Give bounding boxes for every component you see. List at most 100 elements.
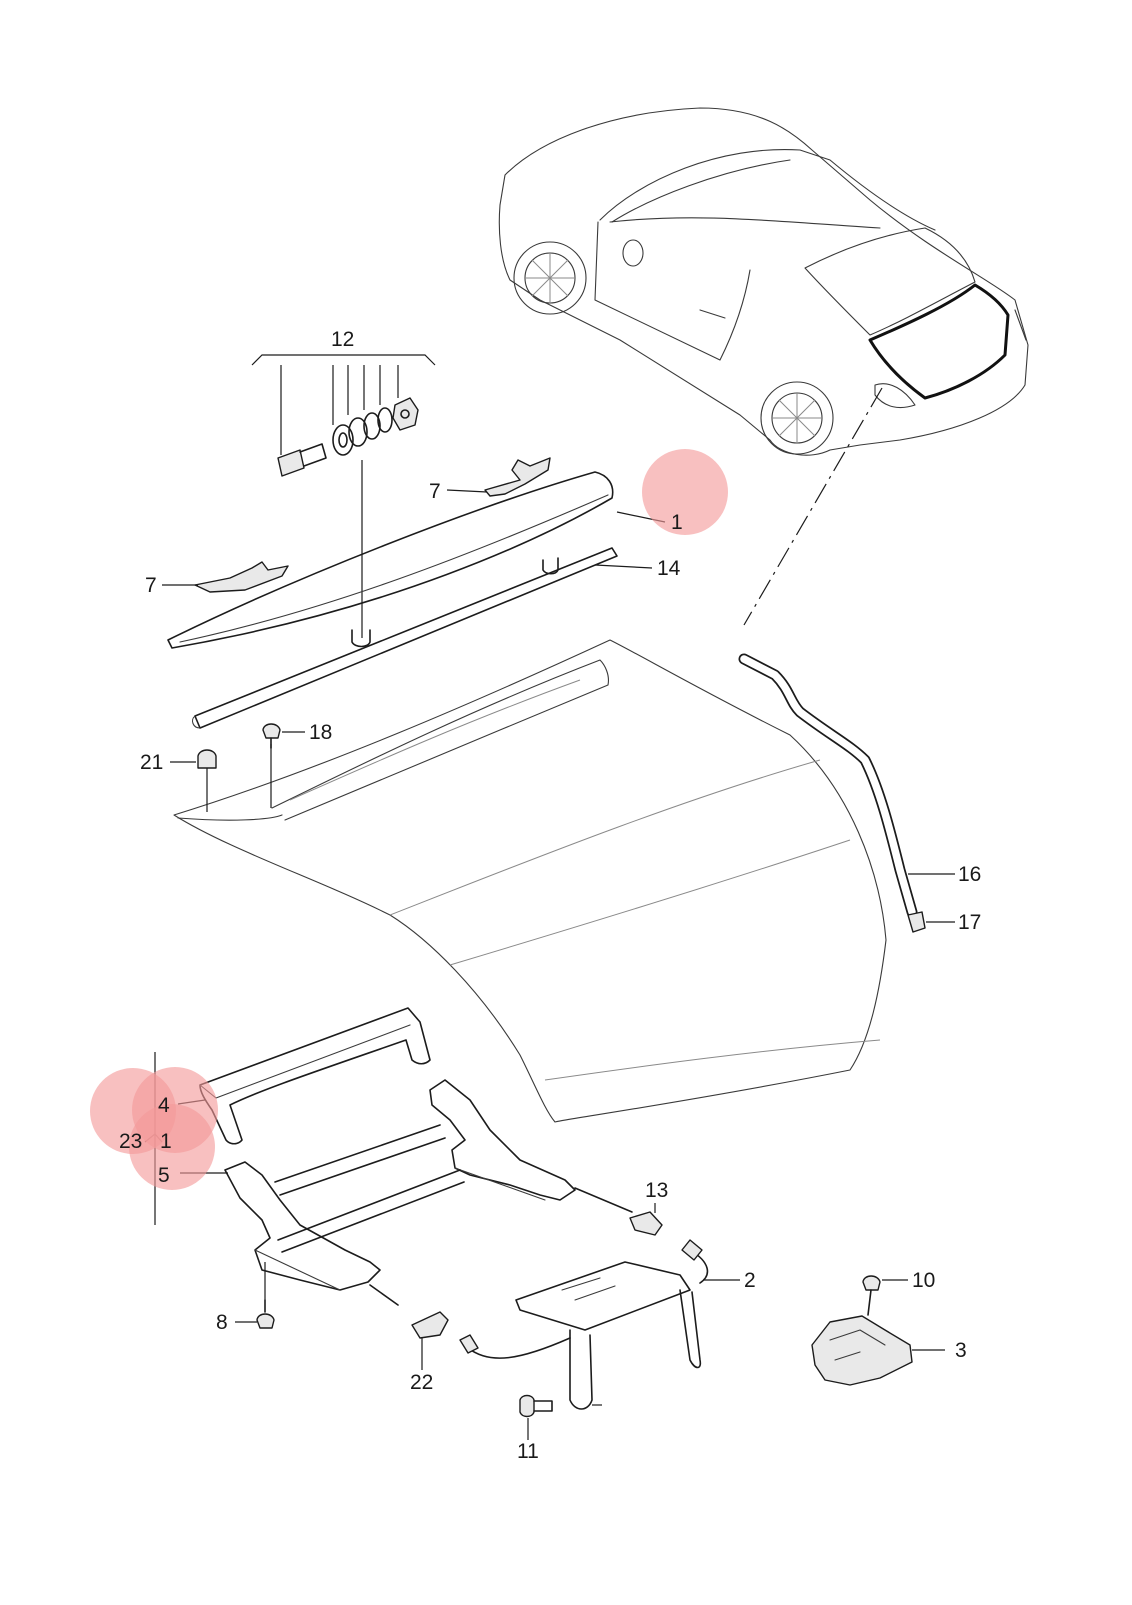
- bolt-part-8: [256, 1313, 275, 1329]
- trunk-lid: [173, 639, 887, 1123]
- callout-1-lower[interactable]: 1: [160, 1130, 172, 1153]
- spoiler-peg-left: [351, 629, 371, 648]
- square-nut-hole: [400, 409, 410, 419]
- callout-labels: 1 14 7 7 12 18 21 16 17 4 23 1 5 13 2 10…: [119, 328, 981, 1463]
- bolt-part-18: [262, 723, 281, 739]
- callout-14[interactable]: 14: [657, 557, 681, 580]
- trunk-lid-crease: [389, 759, 821, 916]
- hotspot-part-1[interactable]: [642, 449, 728, 535]
- callout-leaders: [144, 489, 955, 1440]
- latch-detail: [829, 1329, 886, 1361]
- bracket-7-left: [194, 561, 289, 593]
- hotspot-part-5[interactable]: [129, 1104, 215, 1190]
- bolt-shank: [299, 443, 327, 467]
- latch-plate-slots: [561, 1277, 616, 1301]
- rod-left: [369, 1284, 399, 1306]
- callout-17[interactable]: 17: [958, 911, 981, 934]
- washer-1: [332, 424, 354, 456]
- car-belt-line: [609, 217, 881, 229]
- trim-panel: [199, 1007, 431, 1145]
- callout-8[interactable]: 8: [216, 1311, 228, 1334]
- trunk-lid-recess: [271, 659, 609, 821]
- hinge-cross-tube: [274, 1124, 446, 1196]
- hinge-right: [429, 1079, 576, 1201]
- strip-part-14: [194, 547, 618, 729]
- washer-1-hole: [338, 432, 348, 448]
- callout-13[interactable]: 13: [645, 1179, 668, 1202]
- washer-2: [348, 417, 368, 447]
- bolt-11-shank: [533, 1400, 553, 1412]
- trunk-lid-front-edge: [177, 814, 283, 821]
- cable-end-lower: [459, 1334, 479, 1354]
- callout-1[interactable]: 1: [671, 511, 683, 534]
- car-front-wheel: [513, 241, 587, 315]
- car-rear-spokes: [772, 393, 822, 443]
- trunk-lid-recess-inner: [289, 679, 581, 801]
- leader-7-right: [446, 489, 488, 493]
- connector-part-17: [907, 911, 926, 933]
- clip-part-22: [411, 1311, 449, 1339]
- hose-16-inner: [740, 655, 916, 916]
- plug-part-21: [197, 749, 217, 769]
- callout-12[interactable]: 12: [331, 328, 354, 351]
- leader-14: [594, 564, 653, 569]
- car-roofline: [599, 148, 936, 231]
- callout-22[interactable]: 22: [410, 1371, 433, 1394]
- callout-3[interactable]: 3: [955, 1339, 967, 1362]
- spoiler-assembly: [167, 457, 618, 729]
- bracket-7-right: [484, 457, 551, 497]
- car-overview: [498, 107, 1029, 456]
- latch-plate-leg-right: [679, 1289, 702, 1369]
- callout-7-left[interactable]: 7: [145, 574, 157, 597]
- square-nut: [392, 397, 419, 431]
- callout-5[interactable]: 5: [158, 1164, 170, 1187]
- latch-plate-leg: [569, 1329, 593, 1410]
- car-rear-wheel: [760, 381, 834, 455]
- hinge-left-base: [254, 1249, 341, 1291]
- car-front-spokes: [525, 253, 575, 303]
- latch-part-3: [811, 1315, 913, 1386]
- car-body-outline: [498, 107, 1029, 456]
- callout-4[interactable]: 4: [158, 1094, 170, 1117]
- car-door-handle: [699, 309, 726, 319]
- callout-21[interactable]: 21: [140, 751, 163, 774]
- callout-23[interactable]: 23: [119, 1130, 142, 1153]
- car-mirror: [622, 239, 644, 267]
- callout-11[interactable]: 11: [517, 1440, 539, 1463]
- strip-end: [191, 715, 201, 729]
- trunk-lid-outline: [173, 639, 887, 1123]
- highlight-hotspots: [90, 449, 728, 1190]
- washer-3: [363, 412, 381, 440]
- washer-4: [377, 407, 393, 433]
- callout-16[interactable]: 16: [958, 863, 981, 886]
- cable-end-2: [681, 1239, 703, 1261]
- hinge-left: [224, 1161, 381, 1291]
- callout-10[interactable]: 10: [912, 1269, 935, 1292]
- car-window-line: [611, 159, 791, 223]
- car-rear-corner: [1014, 309, 1027, 341]
- callout-18[interactable]: 18: [309, 721, 332, 744]
- fastener-set-12: [251, 354, 436, 638]
- car-rear-window: [804, 227, 976, 336]
- spoiler-part-1: [167, 471, 614, 649]
- latch-assembly: [811, 1275, 913, 1386]
- spoiler-edge: [179, 494, 609, 643]
- car-trunk-lid-highlight: [868, 283, 1010, 400]
- hinge-cross-tube-2: [277, 1169, 465, 1253]
- car-tail-light: [874, 383, 916, 409]
- bolt-part-11: [519, 1394, 535, 1418]
- callout-7-right[interactable]: 7: [429, 480, 441, 503]
- clip-part-13: [629, 1211, 663, 1236]
- hinge-frame: [224, 1079, 663, 1306]
- bolt-part-10: [862, 1275, 881, 1291]
- small-fasteners: [256, 1262, 553, 1418]
- pointer-line: [743, 387, 883, 626]
- bolt-head: [277, 449, 305, 477]
- trim-panel-edge: [199, 1024, 411, 1099]
- car-door: [594, 221, 751, 361]
- trunk-lid-crease-2: [449, 839, 851, 966]
- callout-2[interactable]: 2: [744, 1269, 756, 1292]
- trunk-lid-lower-edge: [544, 1039, 881, 1081]
- bolt-10-shank: [867, 1289, 872, 1316]
